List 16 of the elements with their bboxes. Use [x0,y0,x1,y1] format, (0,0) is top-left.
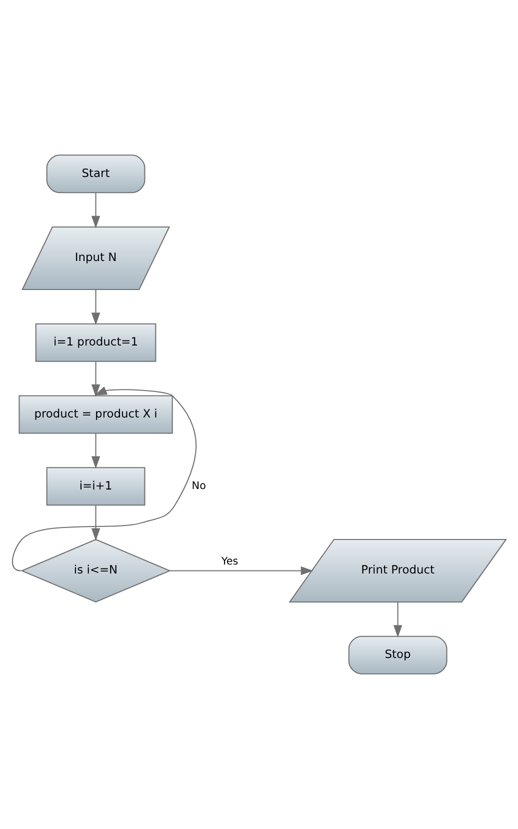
arrow [12,386,197,572]
arrow [393,602,402,638]
arrow [91,192,100,228]
arrow [91,505,100,541]
node-box: Start [46,154,146,194]
node-diamond: is i<=N [20,538,172,603]
arrow [91,362,100,397]
arrow [91,434,100,469]
arrow [170,566,314,576]
edge-label: Yes [221,555,238,568]
node-box: Stop [348,636,448,674]
node-box: i=i+1 [46,467,146,506]
arrow [91,290,100,326]
node-box: product = product X i [18,395,173,434]
edge-label: No [192,480,206,492]
node-box: i=1 product=1 [35,323,156,362]
